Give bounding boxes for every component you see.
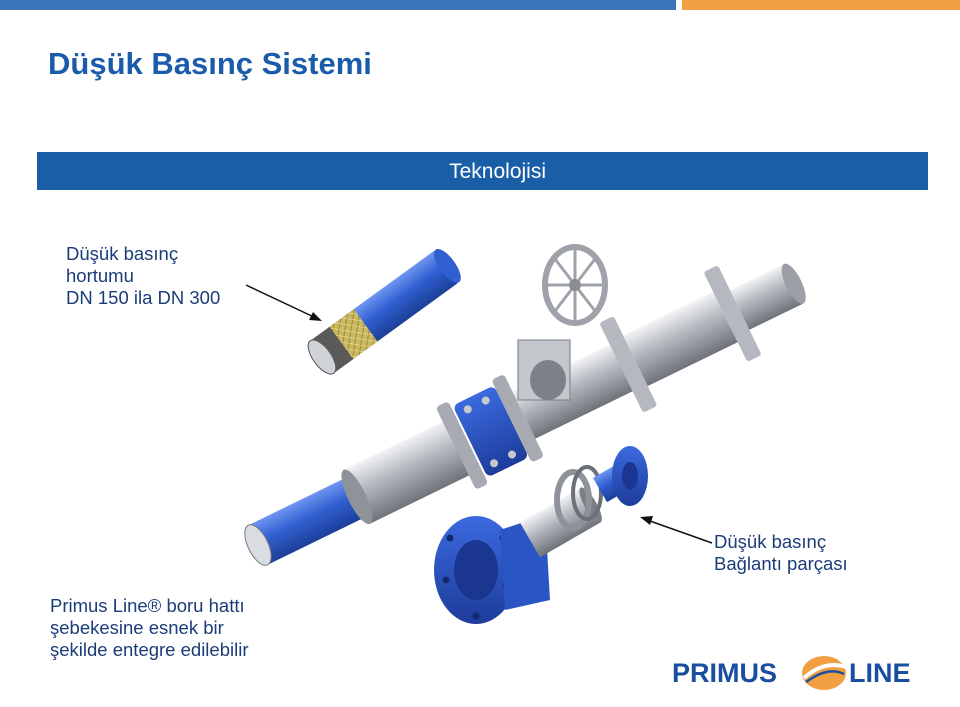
- connector-caption: Düşük basınç Bağlantı parçası: [714, 531, 848, 575]
- logo-word-line: LINE: [849, 658, 911, 688]
- hose-arrow: [245, 284, 322, 321]
- connector-parts: [434, 446, 648, 624]
- primus-caption-line-3: şekilde entegre edilebilir: [50, 639, 249, 660]
- section-label: Teknolojisi: [449, 160, 546, 183]
- valve-assembly: [244, 244, 806, 566]
- primus-caption-line-2: şebekesine esnek bir: [50, 617, 224, 638]
- connector-arrow: [640, 516, 713, 544]
- top-accent-bar-orange: [682, 0, 960, 10]
- logo-word-primus: PRIMUS: [672, 658, 777, 688]
- hose-caption: Düşük basınç hortumu DN 150 ila DN 300: [66, 243, 220, 309]
- logo-emblem-icon: [802, 656, 847, 690]
- primus-caption-line-1: Primus Line® boru hattı: [50, 595, 245, 616]
- connector-caption-line-2: Bağlantı parçası: [714, 553, 848, 574]
- primus-line-logo: PRIMUS LINE: [672, 650, 928, 696]
- connector-caption-line-1: Düşük basınç: [714, 531, 827, 552]
- primus-caption: Primus Line® boru hattı şebekesine esnek…: [50, 595, 248, 661]
- page-title: Düşük Basınç Sistemi: [48, 46, 372, 81]
- hose-caption-line-1: Düşük basınç: [66, 243, 179, 264]
- section-header-bar: Teknolojisi: [37, 152, 928, 190]
- hose-sample: [307, 249, 461, 375]
- hose-caption-line-2: hortumu: [66, 265, 134, 286]
- top-accent-bar-blue: [0, 0, 676, 10]
- hose-caption-line-3: DN 150 ila DN 300: [66, 287, 221, 308]
